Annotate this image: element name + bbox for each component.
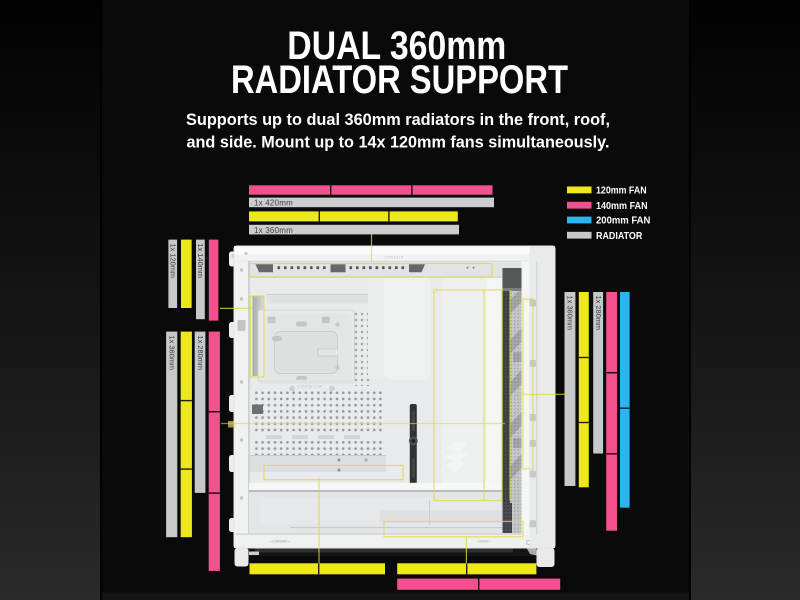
svg-text:RADIATOR SUPPORT: RADIATOR SUPPORT <box>231 58 568 102</box>
svg-text:120mm FAN: 120mm FAN <box>596 186 647 197</box>
svg-text:▪ CORSAIR ▪: ▪ CORSAIR ▪ <box>270 539 290 543</box>
svg-text:RADIATOR: RADIATOR <box>596 231 642 242</box>
svg-text:200mm FAN: 200mm FAN <box>596 216 650 227</box>
svg-text:1x 360mm: 1x 360mm <box>254 226 293 235</box>
svg-text:DUAL 360mm: DUAL 360mm <box>287 24 506 68</box>
svg-text:1x 280mm: 1x 280mm <box>196 336 205 371</box>
svg-text:▪ 6500X ▪: ▪ 6500X ▪ <box>477 539 491 543</box>
svg-text:CORSAIR: CORSAIR <box>384 256 403 260</box>
svg-text:1x 360mm: 1x 360mm <box>167 336 176 371</box>
svg-text:Supports up to dual 360mm radi: Supports up to dual 360mm radiators in t… <box>186 111 610 129</box>
svg-text:and side. Mount up to 14x 120m: and side. Mount up to 14x 120mm fans sim… <box>187 134 610 152</box>
svg-text:1x 420mm: 1x 420mm <box>254 199 293 208</box>
svg-text:1x 120mm: 1x 120mm <box>168 244 177 279</box>
svg-text:1x 140mm: 1x 140mm <box>196 244 205 279</box>
svg-text:1x 360mm: 1x 360mm <box>566 296 575 331</box>
svg-text:CORSAIR: CORSAIR <box>297 384 322 389</box>
svg-text:140mm FAN: 140mm FAN <box>596 201 648 212</box>
svg-text:1x 280mm: 1x 280mm <box>594 296 603 331</box>
